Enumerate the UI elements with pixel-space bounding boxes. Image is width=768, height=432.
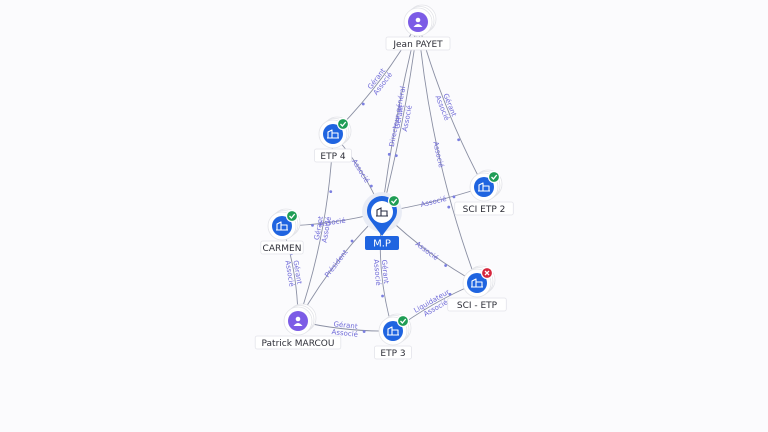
edge-jean-sciEtp[interactable]: [417, 21, 478, 284]
node-patrick[interactable]: Patrick MARCOU: [254, 303, 342, 350]
node-carmen-label-box: [260, 240, 304, 255]
edge-label: Associé: [420, 195, 448, 209]
active-status-badge: [487, 170, 501, 184]
check-icon: [400, 318, 407, 324]
building-icon: [376, 207, 388, 217]
edge-label-group-etp4-mp: Associé: [350, 158, 371, 185]
node-etp4[interactable]: ETP 4: [314, 116, 352, 163]
node-sciEtp[interactable]: SCI - ETP: [447, 265, 507, 312]
person-body-glyph: [293, 323, 303, 326]
building-icon: [474, 177, 494, 197]
edge-label-group-mp-carmen: Associé: [319, 217, 346, 229]
nodes-layer: Jean PAYET ETP 4 SCI ETP 2 CARMEN SCI - ETP P…: [254, 4, 514, 360]
active-status-badge: [285, 209, 299, 223]
person-body-glyph: [413, 24, 423, 27]
central-inner-circle: [371, 201, 393, 223]
edge-arrow-marker: [381, 294, 384, 298]
check-icon: [491, 174, 498, 180]
node-carmen[interactable]: CARMEN: [260, 208, 304, 255]
edge-label: Associé: [319, 217, 346, 229]
check-icon: [340, 121, 347, 127]
edge-label: Associé: [414, 240, 440, 262]
edge-label: Associé: [331, 328, 358, 339]
node-etp3-label-box: [374, 345, 412, 360]
node-etp4-label-box: [314, 148, 352, 163]
edge-label-group-patrick-mp: Président: [323, 248, 349, 279]
edge-label: Associé: [372, 259, 382, 286]
node-jean[interactable]: Jean PAYET: [385, 4, 451, 51]
edge-label: Président: [323, 248, 349, 279]
building-icon: [272, 216, 292, 236]
edge-label-group-mp-sciEtp2: Associé: [420, 195, 448, 209]
building-icon-glyph: [276, 221, 288, 231]
node-jean-label: Jean PAYET: [392, 40, 443, 50]
person-head-glyph: [295, 316, 301, 322]
node-sciEtp2-label-box: [454, 201, 514, 216]
node-sciEtp2-label: SCI ETP 2: [463, 205, 506, 215]
edge-arrow-marker: [452, 195, 456, 199]
node-sciEtp-label: SCI - ETP: [457, 301, 498, 311]
edge-label: Gérant: [291, 260, 303, 285]
edge-arrow-marker: [361, 102, 365, 106]
check-icon: [391, 198, 398, 204]
node-etp4-label: ETP 4: [320, 152, 345, 162]
edge-arrow-marker: [448, 292, 452, 296]
edge-label: Associé: [350, 158, 371, 185]
active-status-badge: [387, 194, 401, 208]
node-etp3-label: ETP 3: [380, 349, 405, 359]
node-carmen-label: CARMEN: [263, 244, 302, 254]
node-sciEtp-label-box: [447, 297, 507, 312]
edge-label-group-jean-sciEtp: Associé: [431, 141, 445, 169]
central-label-box: [365, 236, 399, 250]
edge-label: Associé: [431, 141, 445, 169]
edge-label-group-mp-sciEtp: Associé: [414, 240, 440, 262]
node-patrick-label-box: [254, 335, 342, 350]
building-icon-glyph: [471, 278, 483, 288]
node-etp3[interactable]: ETP 3: [374, 313, 412, 360]
cross-icon: [484, 270, 490, 276]
node-sciEtp2[interactable]: SCI ETP 2: [454, 169, 514, 216]
edge-label: Gérant: [380, 259, 390, 284]
building-icon: [467, 273, 487, 293]
active-status-badge: [396, 314, 410, 328]
building-icon-glyph: [387, 326, 399, 336]
edge-arrow-marker: [362, 330, 366, 333]
building-icon: [323, 124, 343, 144]
edge-arrow-marker: [444, 264, 448, 267]
active-status-badge: [336, 117, 350, 131]
edge-arrow-marker: [394, 154, 398, 158]
check-icon: [289, 213, 296, 219]
node-jean-label-box: [385, 36, 451, 51]
edge-arrow-marker: [329, 190, 333, 194]
edge-label: Gérant: [333, 320, 358, 331]
node-patrick-label: Patrick MARCOU: [262, 339, 335, 349]
node-central-mp[interactable]: M.P: [362, 192, 402, 250]
edge-patrick-mp[interactable]: [297, 211, 383, 322]
central-label: M.P: [373, 239, 391, 250]
building-icon-glyph: [327, 129, 339, 139]
building-icon: [383, 321, 403, 341]
edge-arrow-marker: [447, 205, 451, 209]
building-icon-glyph: [478, 182, 490, 192]
edge-arrow-marker: [350, 239, 354, 243]
edge-arrow-marker: [387, 152, 391, 156]
edge-arrow-marker: [369, 184, 373, 188]
person-head-glyph: [415, 17, 421, 23]
edge-arrow-marker: [311, 223, 314, 227]
edge-arrow-marker: [457, 138, 461, 142]
